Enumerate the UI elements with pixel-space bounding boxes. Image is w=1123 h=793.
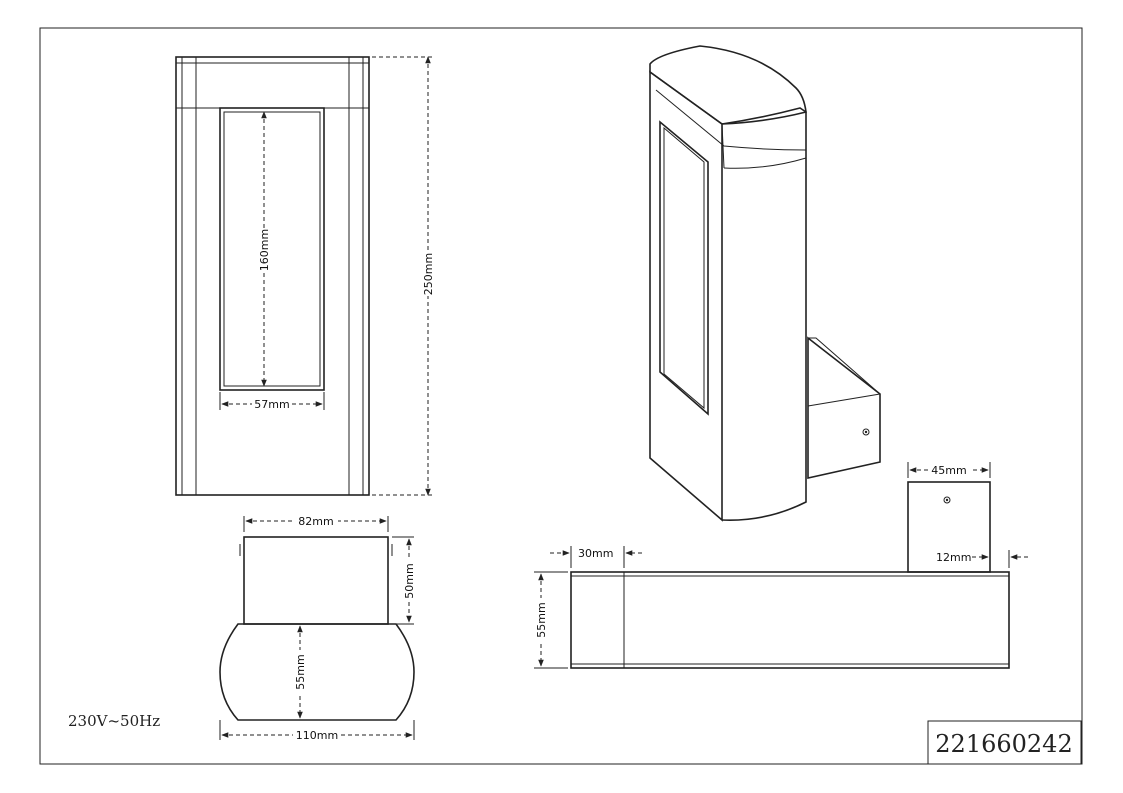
top-view: 82mm 50mm 55mm 110mm <box>219 514 417 742</box>
side-view: 45mm 12mm 30mm 55mm <box>533 462 1028 669</box>
drawing-frame <box>39 27 1083 765</box>
dim-30mm: 30mm <box>578 547 613 560</box>
dim-160mm: 160mm <box>258 229 271 271</box>
dim-57mm: 57mm <box>254 398 289 411</box>
dim-250mm: 250mm <box>422 253 435 295</box>
front-view: 160mm 250mm 57mm <box>175 56 436 496</box>
product-code-box <box>927 720 1082 765</box>
top-mount-box <box>243 536 389 625</box>
front-body-outline <box>175 56 370 496</box>
dim-110mm: 110mm <box>296 729 338 742</box>
electrical-rating: 230V~50Hz <box>68 712 160 730</box>
top-cap-outline <box>219 623 415 721</box>
dim-50mm: 50mm <box>403 563 416 598</box>
front-window <box>219 107 325 391</box>
dim-82mm: 82mm <box>298 515 333 528</box>
dim-12mm: 12mm <box>936 551 971 564</box>
product-code: 221660242 <box>935 730 1072 758</box>
dim-45mm: 45mm <box>931 464 966 477</box>
dim-55mm-side: 55mm <box>535 602 548 637</box>
side-body <box>570 571 1010 669</box>
dim-55mm-cap: 55mm <box>294 654 307 689</box>
perspective-view <box>649 45 881 522</box>
